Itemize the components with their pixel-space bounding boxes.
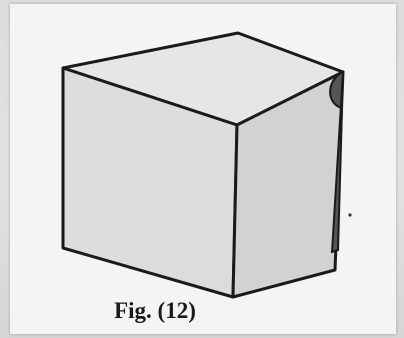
block-right-face bbox=[231, 70, 345, 299]
block-cut-edge bbox=[329, 70, 345, 254]
stray-dot bbox=[348, 213, 352, 217]
figure-caption: Fig. (12) bbox=[114, 298, 196, 323]
